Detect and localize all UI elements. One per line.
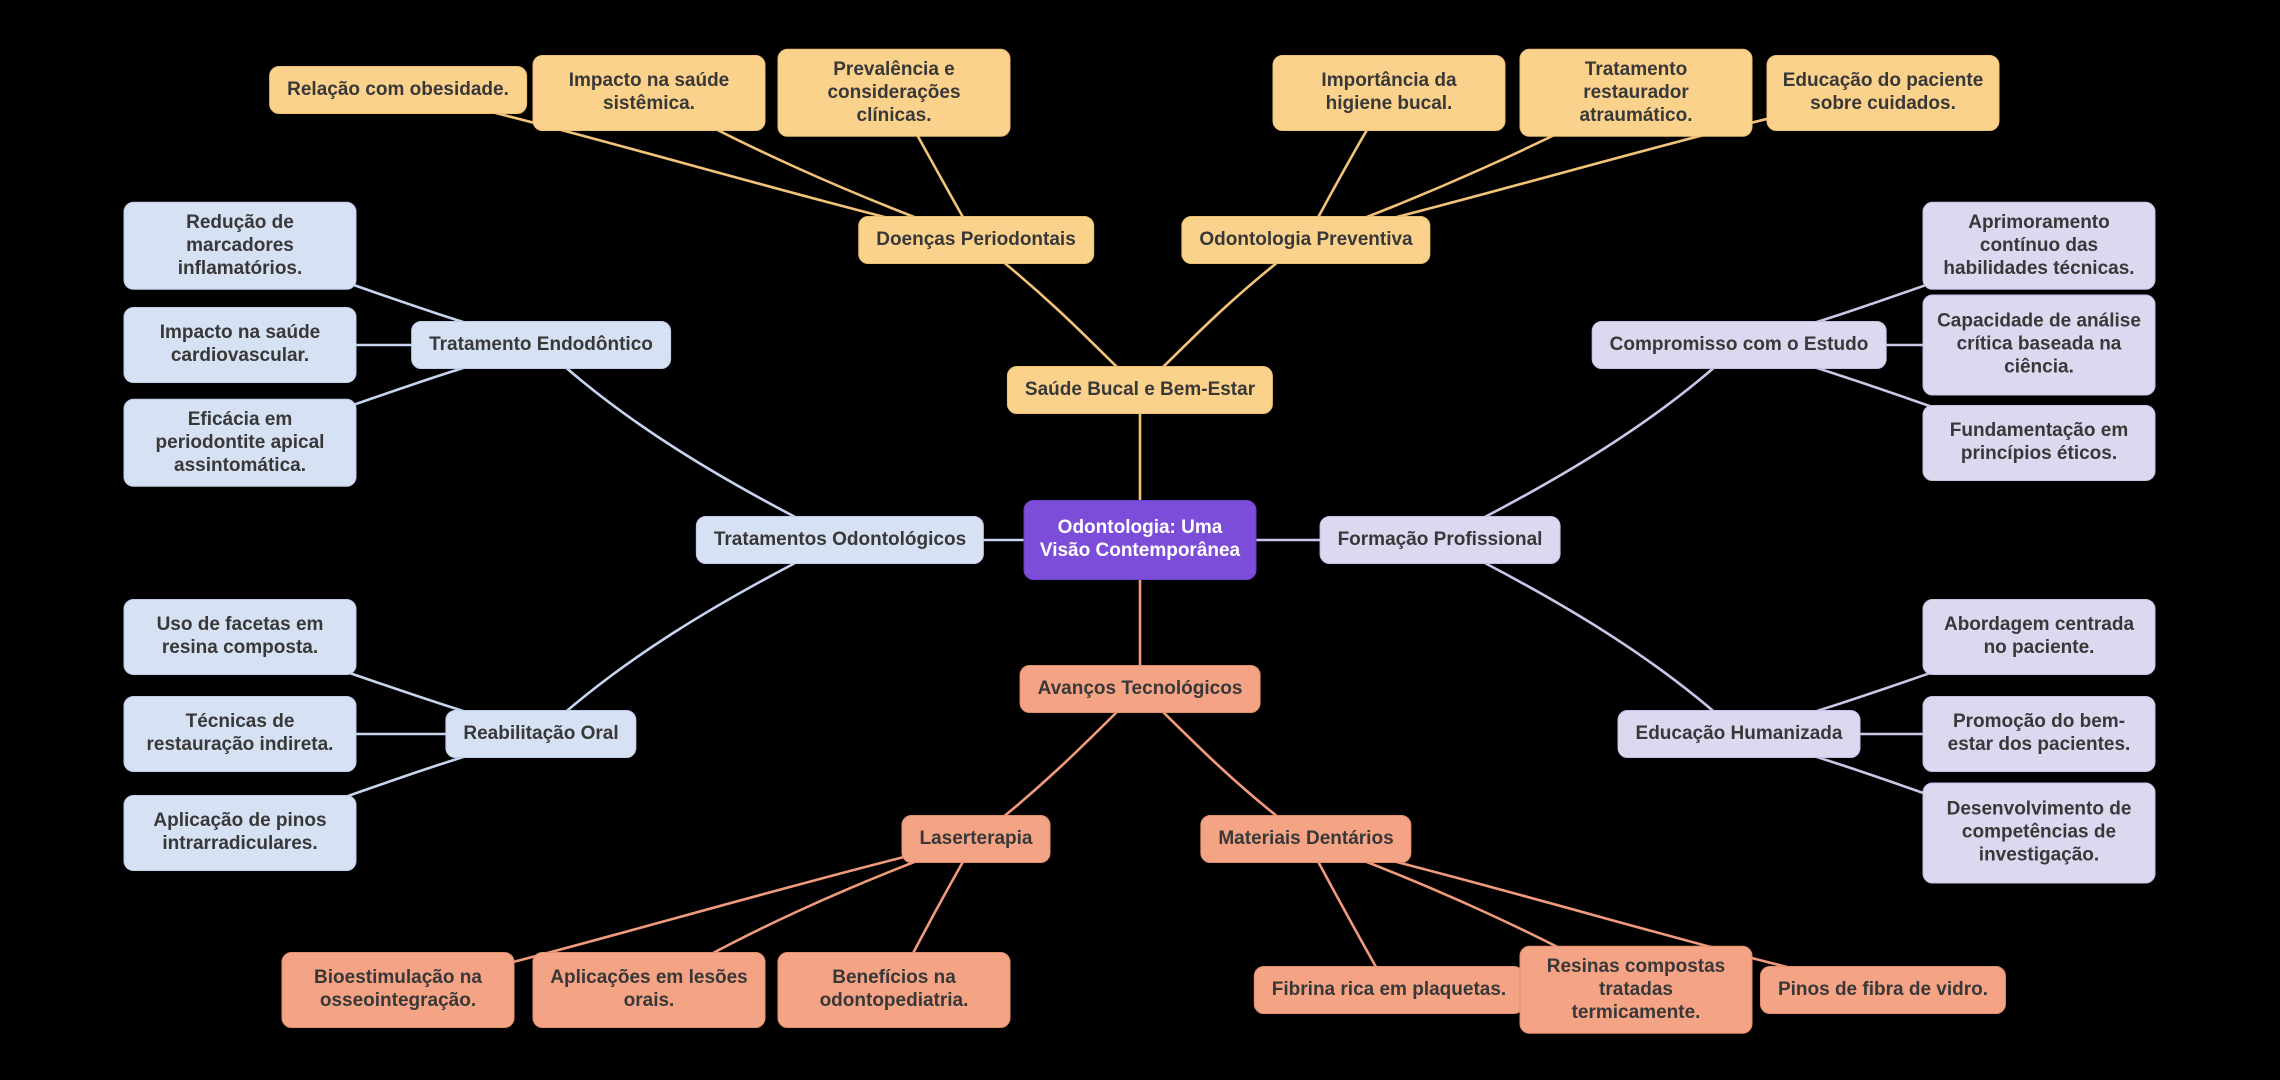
edge-formacao-educacao-humanizada: [1438, 538, 1741, 736]
node-reabilitacao-oral: Reabilitação Oral: [445, 710, 637, 758]
leaf-educacao-paciente-cuidados: Educação do paciente sobre cuidados.: [1766, 55, 2000, 131]
leaf-fundamentacao-principios-eticos: Fundamentação em princípios éticos.: [1922, 405, 2156, 481]
node-materiais-dentarios: Materiais Dentários: [1200, 815, 1412, 863]
edge-tratamentos-reabilitacao-oral: [539, 538, 842, 736]
leaf-tecnicas-restauracao-indireta: Técnicas de restauração indireta.: [123, 696, 357, 772]
node-avancos-tecnologicos: Avanços Tecnológicos: [1019, 665, 1261, 713]
leaf-reducao-marcadores-inflamatorios: Redução de marcadores inflamatórios.: [123, 201, 357, 291]
leaf-capacidade-analise-critica: Capacidade de análise crítica baseada na…: [1922, 294, 2156, 396]
leaf-eficacia-periodontite-apical: Eficácia em periodontite apical assintom…: [123, 398, 357, 488]
leaf-fibrina-rica-plaquetas: Fibrina rica em plaquetas.: [1253, 966, 1525, 1014]
leaf-prevalencia-consideracoes: Prevalência e considerações clínicas.: [777, 48, 1011, 138]
leaf-promocao-bem-estar-pacientes: Promoção do bem-estar dos pacientes.: [1922, 696, 2156, 772]
leaf-pinos-fibra-vidro: Pinos de fibra de vidro.: [1759, 966, 2007, 1014]
leaf-abordagem-centrada-paciente: Abordagem centrada no paciente.: [1922, 599, 2156, 675]
leaf-uso-facetas-resina-composta: Uso de facetas em resina composta.: [123, 599, 357, 675]
leaf-relacao-com-obesidade: Relação com obesidade.: [269, 66, 527, 114]
edge-formacao-compromisso-estudo: [1438, 343, 1741, 542]
leaf-resinas-compostas-termicamente: Resinas compostas tratadas termicamente.: [1519, 945, 1753, 1035]
leaf-impacto-saude-cardiovascular: Impacto na saúde cardiovascular.: [123, 307, 357, 383]
leaf-aprimoramento-habilidades-tecnicas: Aprimoramento contínuo das habilidades t…: [1922, 201, 2156, 291]
node-tratamento-endodontico: Tratamento Endodôntico: [411, 321, 671, 369]
node-laserterapia: Laserterapia: [901, 815, 1051, 863]
leaf-tratamento-restaurador-atraumatico: Tratamento restaurador atraumático.: [1519, 48, 1753, 138]
node-compromisso-com-o-estudo: Compromisso com o Estudo: [1591, 321, 1887, 369]
node-odontologia-preventiva: Odontologia Preventiva: [1181, 216, 1431, 264]
leaf-beneficios-odontopediatria: Benefícios na odontopediatria.: [777, 952, 1011, 1028]
node-tratamentos-odontologicos: Tratamentos Odontológicos: [695, 516, 985, 564]
node-doencas-periodontais: Doenças Periodontais: [858, 216, 1094, 264]
leaf-bioestimulacao-osseointegracao: Bioestimulação na osseointegração.: [281, 952, 515, 1028]
node-root-odontologia: Odontologia: Uma Visão Contemporânea: [1023, 500, 1257, 580]
leaf-desenvolvimento-competencias-investigacao: Desenvolvimento de competências de inves…: [1922, 782, 2156, 884]
leaf-aplicacoes-lesoes-orais: Aplicações em lesões orais.: [532, 952, 766, 1028]
leaf-impacto-saude-sistemica: Impacto na saúde sistêmica.: [532, 55, 766, 131]
node-educacao-humanizada: Educação Humanizada: [1617, 710, 1861, 758]
node-formacao-profissional: Formação Profissional: [1319, 516, 1561, 564]
node-saude-bucal-e-bem-estar: Saúde Bucal e Bem-Estar: [1006, 366, 1274, 414]
leaf-aplicacao-pinos-intrarradiculares: Aplicação de pinos intrarradiculares.: [123, 795, 357, 871]
edge-tratamentos-endodontico: [539, 343, 842, 542]
leaf-importancia-higiene-bucal: Importância da higiene bucal.: [1272, 55, 1506, 131]
